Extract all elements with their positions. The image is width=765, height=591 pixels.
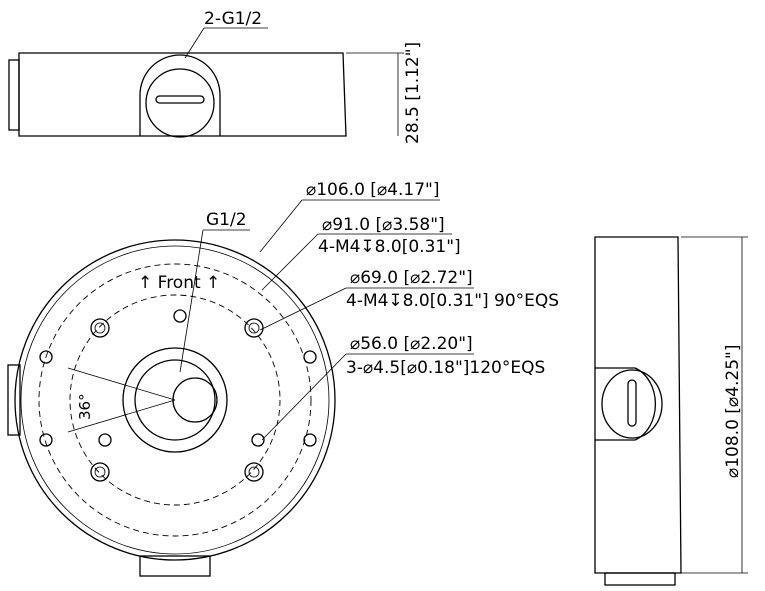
front-thread-label: G1/2: [206, 210, 247, 230]
angle-label: 36°: [76, 393, 94, 420]
height-dimension: 28.5 [1.12"]: [403, 42, 423, 144]
mounting-holes: [39, 309, 317, 482]
top-view: 2-G1/2 28.5 [1.12"]: [8, 9, 423, 144]
callout-3-line1: ⌀69.0 [⌀2.72"]: [350, 268, 473, 288]
side-view: ⌀108.0 [⌀4.25"]: [594, 236, 748, 586]
front-view: ↑ Front ↑ 36° G1/2 ⌀106.0 [⌀4.17"] ⌀91.0…: [7, 180, 559, 577]
callout-4-line2: 3-⌀4.5[⌀0.18"]120°EQS: [346, 358, 545, 378]
top-thread-label: 2-G1/2: [204, 9, 262, 29]
callout-4-line1: ⌀56.0 [⌀2.20"]: [350, 334, 473, 354]
callout-1-line1: ⌀106.0 [⌀4.17"]: [306, 180, 439, 200]
callout-2-line2: 4-M4↧8.0[0.31"]: [318, 237, 461, 257]
diameter-dimension: ⌀108.0 [⌀4.25"]: [723, 345, 743, 478]
callout-2-line1: ⌀91.0 [⌀3.58"]: [322, 215, 445, 235]
front-mark: ↑ Front ↑: [138, 273, 220, 293]
callout-3-line2: 4-M4↧8.0[0.31"] 90°EQS: [346, 291, 559, 311]
